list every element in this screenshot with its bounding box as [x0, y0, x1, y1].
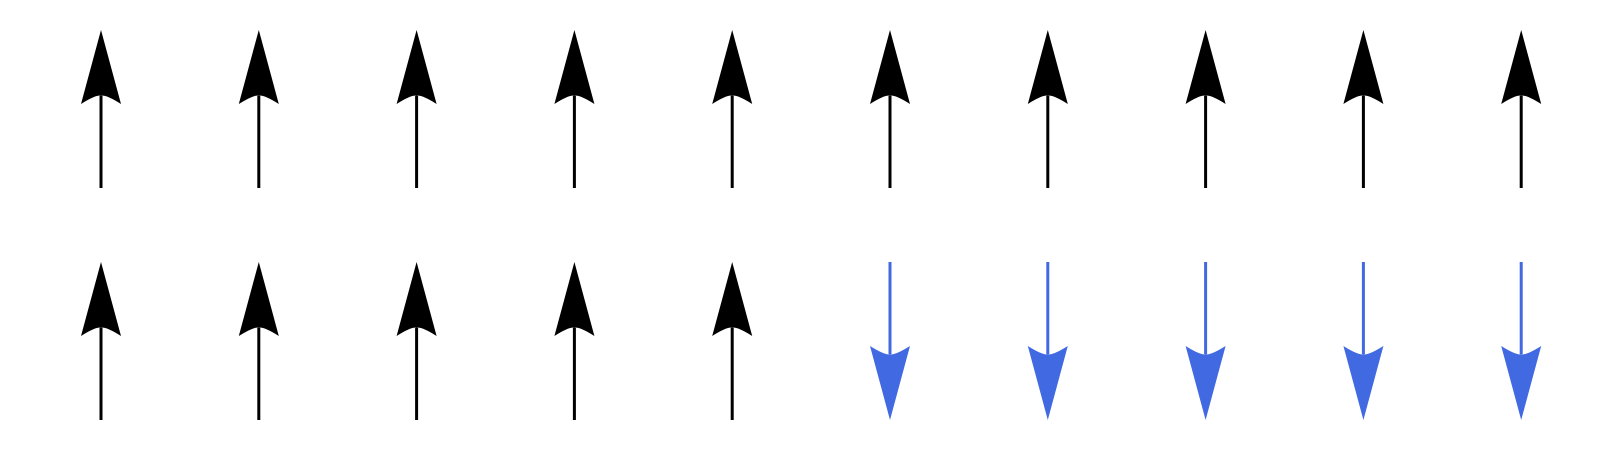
arrow-down: [1185, 262, 1226, 420]
arrow-head: [554, 30, 595, 104]
arrow-head: [870, 30, 910, 104]
arrow-head: [712, 30, 753, 104]
arrow-up: [396, 30, 437, 188]
arrow-head: [1027, 30, 1068, 104]
arrow-head: [396, 262, 437, 336]
arrow-head: [712, 262, 753, 336]
arrow-up: [1343, 30, 1384, 188]
arrow-head: [870, 346, 910, 420]
arrow-up: [712, 262, 753, 420]
arrow-down: [870, 262, 910, 420]
arrow-up: [81, 262, 121, 420]
arrow-head: [1343, 346, 1384, 420]
arrow-up: [1501, 30, 1542, 188]
arrow-head: [81, 30, 121, 104]
arrow-up: [554, 262, 595, 420]
arrow-up: [238, 30, 279, 188]
arrow-head: [554, 262, 595, 336]
arrow-up: [712, 30, 753, 188]
arrow-down: [1343, 262, 1384, 420]
arrow-down: [1027, 262, 1068, 420]
arrow-up: [238, 262, 279, 420]
arrow-head: [396, 30, 437, 104]
arrow-up: [1185, 30, 1226, 188]
arrow-head: [1185, 346, 1226, 420]
bottom-row: [81, 262, 1542, 420]
top-row: [81, 30, 1542, 188]
arrow-layer: [81, 30, 1542, 420]
arrow-head: [81, 262, 121, 336]
arrow-down: [1501, 262, 1542, 420]
arrow-up: [396, 262, 437, 420]
arrow-head: [238, 30, 279, 104]
arrow-up: [554, 30, 595, 188]
arrow-head: [238, 262, 279, 336]
arrow-up: [81, 30, 121, 188]
arrow-head: [1343, 30, 1384, 104]
arrow-up: [870, 30, 910, 188]
arrow-head: [1027, 346, 1068, 420]
arrow-up: [1027, 30, 1068, 188]
arrow-head: [1501, 346, 1542, 420]
arrow-head: [1501, 30, 1542, 104]
arrow-head: [1185, 30, 1226, 104]
